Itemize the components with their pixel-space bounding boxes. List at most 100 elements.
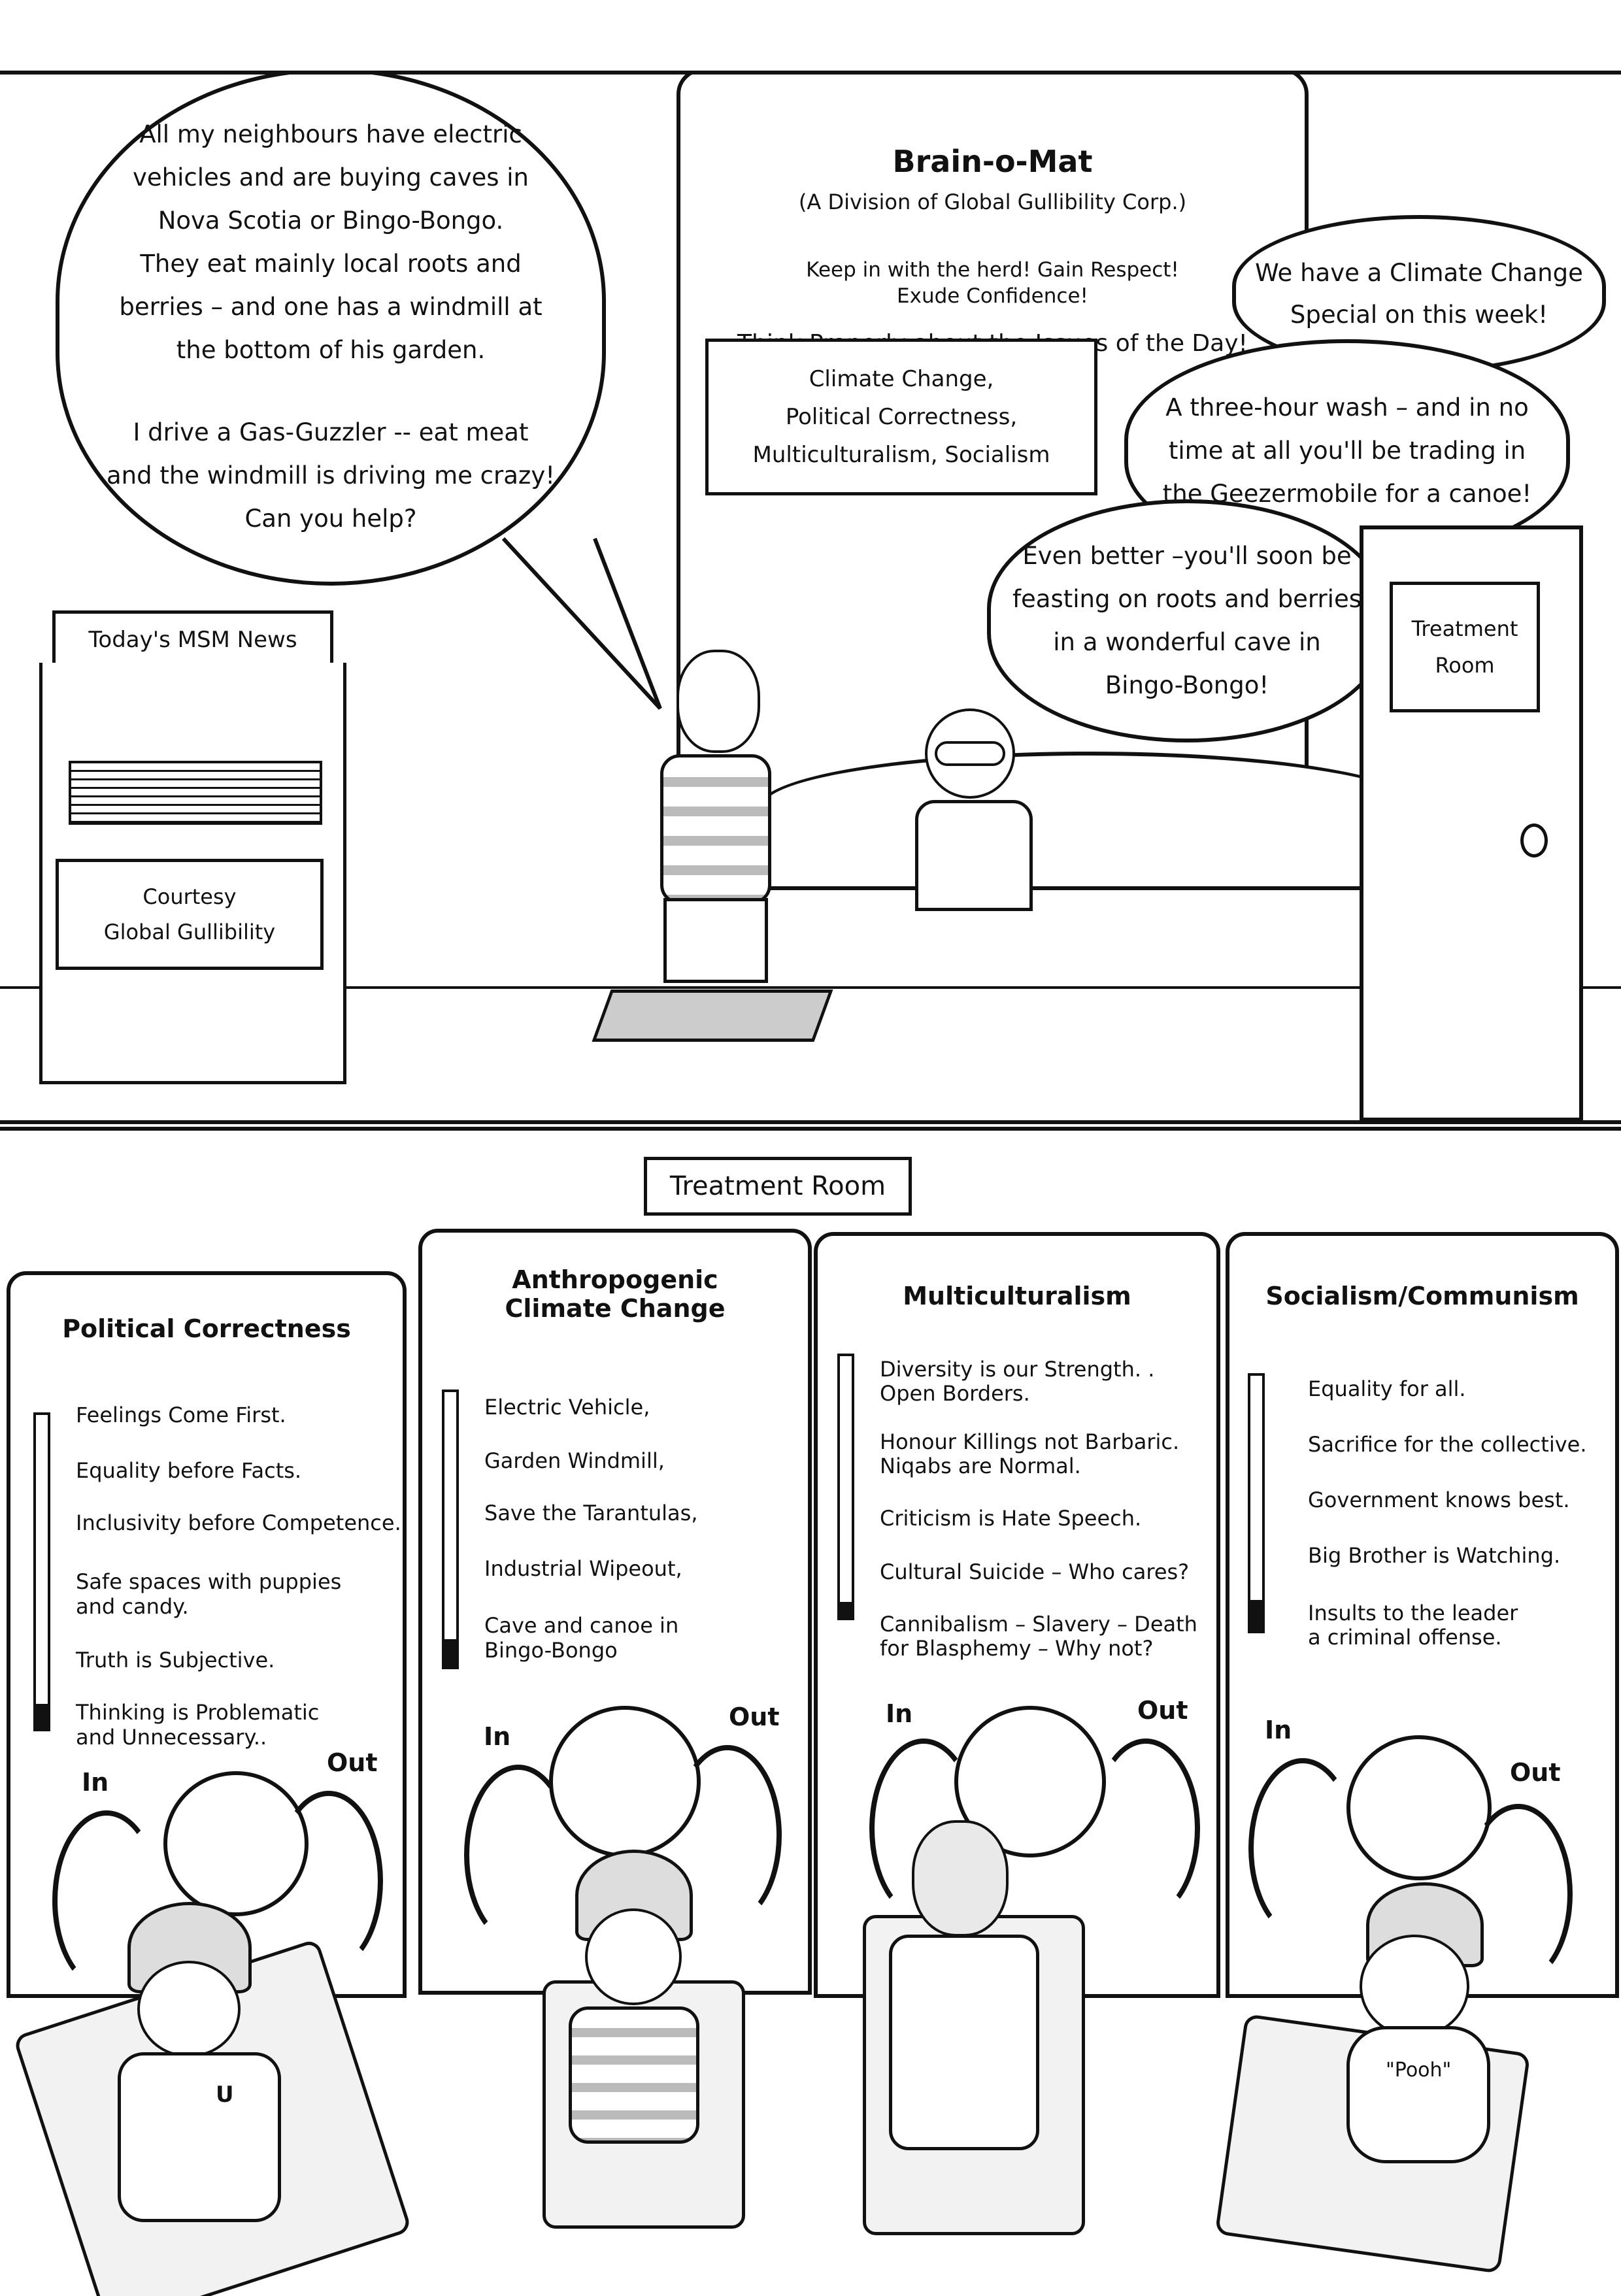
treatment-menu-board: Climate Change, Political Correctness, M… [705,339,1097,495]
news-stand: Courtesy Global Gullibility [39,663,346,1084]
customer-bubble-tail [501,537,662,710]
gauge [1248,1373,1265,1633]
out-label: Out [327,1748,378,1777]
patient-3-body [889,1935,1039,2150]
door-knob-icon[interactable] [1520,824,1548,857]
gauge [442,1389,459,1669]
machine-item: Bingo-Bongo [484,1638,618,1663]
patient-1-head [137,1961,241,2057]
patient-1-body [118,2052,281,2222]
shirt-logo: U [216,2082,234,2108]
door-sign-line-2: Room [1435,653,1495,678]
machine-title: Multiculturalism [903,1282,1131,1310]
machine-item: Open Borders. [880,1381,1030,1406]
treatment-room-sign: Treatment Room [644,1157,912,1216]
customer-body [660,754,771,905]
pooh-shirt-label: "Pooh" [1386,2059,1452,2082]
machine-item: Industrial Wipeout, [484,1556,682,1581]
bubble-line: the bottom of his garden. [176,336,486,364]
customer-shorts [663,898,768,983]
machine-item: Government knows best. [1308,1488,1570,1512]
gauge [33,1412,50,1731]
menu-line-1: Climate Change, [809,366,994,392]
out-label: Out [1510,1758,1561,1787]
gauge-fill [1250,1600,1262,1631]
machine-item: Honour Killings not Barbaric. [880,1429,1180,1454]
in-label: In [886,1699,913,1728]
machine-item: Feelings Come First. [76,1403,286,1427]
customer-speech-bubble: All my neighbours have electric vehicles… [56,75,606,586]
in-label: In [1265,1716,1292,1744]
floor-mat [592,990,833,1042]
bubble-line: feasting on roots and berries [1012,585,1362,613]
machine-title: Socialism/Communism [1265,1282,1579,1310]
machine-item: Truth is Subjective. [76,1648,275,1672]
bubble-line: We have a Climate Change [1255,259,1583,287]
patient-3-head [912,1820,1009,1937]
door-sign: Treatment Room [1390,582,1540,712]
bubble-line: Nova Scotia or Bingo-Bongo. [158,207,504,235]
menu-line-2: Political Correctness, [785,404,1018,430]
treatment-room-sign-text: Treatment Room [669,1171,886,1201]
brain-o-mat-subtitle: (A Division of Global Gullibility Corp.) [798,190,1187,214]
clerk-body [915,800,1033,911]
newspaper-stack [69,761,322,825]
customer-text-a: All my neighbours have electric vehicles… [119,113,542,372]
in-label: In [484,1722,511,1751]
hose-icon [869,1739,978,1919]
in-label: In [82,1768,109,1797]
machine-item: Criticism is Hate Speech. [880,1506,1142,1531]
bubble-line: Even better –you'll soon be [1022,542,1352,570]
patient-2-head [585,1908,682,2005]
customer-text-b: I drive a Gas-Guzzler -- eat meat and th… [107,411,555,541]
clerk-speech-bubble-3: Even better –you'll soon be feasting on … [987,499,1387,742]
bubble-line: vehicles and are buying caves in [132,163,529,191]
bubble-line: Bingo-Bongo! [1105,671,1269,699]
machine-item: Safe spaces with puppies [76,1569,342,1594]
bubble-line: in a wonderful cave in [1053,628,1321,656]
machine-item: Cultural Suicide – Who cares? [880,1559,1190,1584]
machine-item: and candy. [76,1594,189,1619]
hose-icon [673,1745,782,1925]
courtesy-line-2: Global Gullibility [103,920,276,944]
bubble-line: They eat mainly local roots and [140,250,522,278]
gauge-fill [444,1639,456,1667]
bottom-panel: Treatment Room Political Correctness Fee… [0,1127,1621,2296]
machine-item: Equality for all. [1308,1376,1466,1401]
floor-line [0,986,1621,989]
machine-item: Electric Vehicle, [484,1395,650,1420]
machine-item: Big Brother is Watching. [1308,1543,1561,1568]
dial-icon [1346,1735,1492,1880]
machine-item: Inclusivity before Competence. [76,1510,401,1535]
machine-item: Sacrifice for the collective. [1308,1432,1587,1457]
machine-item: Garden Windmill, [484,1448,665,1473]
machine-item: and Unnecessary.. [76,1725,267,1750]
slogan-1: Keep in with the herd! Gain Respect! [806,258,1179,282]
bubble-line: Can you help? [244,505,417,533]
door-sign-line-1: Treatment [1411,616,1518,641]
machine-title: Anthropogenic [512,1265,718,1294]
machine-item: a criminal offense. [1308,1625,1502,1650]
out-label: Out [1137,1696,1188,1725]
patient-4-head [1360,1935,1469,2038]
treatment-room-door[interactable]: Treatment Room [1360,525,1583,1120]
hose-icon [1092,1739,1200,1919]
bubble-line: I drive a Gas-Guzzler -- eat meat [133,418,529,446]
hose-icon [52,1810,161,1991]
machine-item: Equality before Facts. [76,1458,302,1483]
hose-icon [1248,1758,1357,1938]
patient-2-body [569,2006,699,2144]
clerk-glasses-icon [935,741,1005,766]
hose-icon [1464,1804,1573,1984]
machine-item: Insults to the leader [1308,1601,1518,1625]
hose-icon [464,1765,573,1945]
gauge [837,1354,854,1620]
top-panel: Brain-o-Mat (A Division of Global Gullib… [0,71,1621,1124]
machine-item: for Blasphemy – Why not? [880,1636,1154,1661]
out-label: Out [729,1703,780,1731]
machine-item: Niqabs are Normal. [880,1454,1081,1478]
customer-head [677,650,760,753]
news-stand-sign: Today's MSM News [52,610,333,669]
bubble-line: Special on this week! [1290,301,1548,329]
bubble-line: berries – and one has a windmill at [119,293,543,321]
